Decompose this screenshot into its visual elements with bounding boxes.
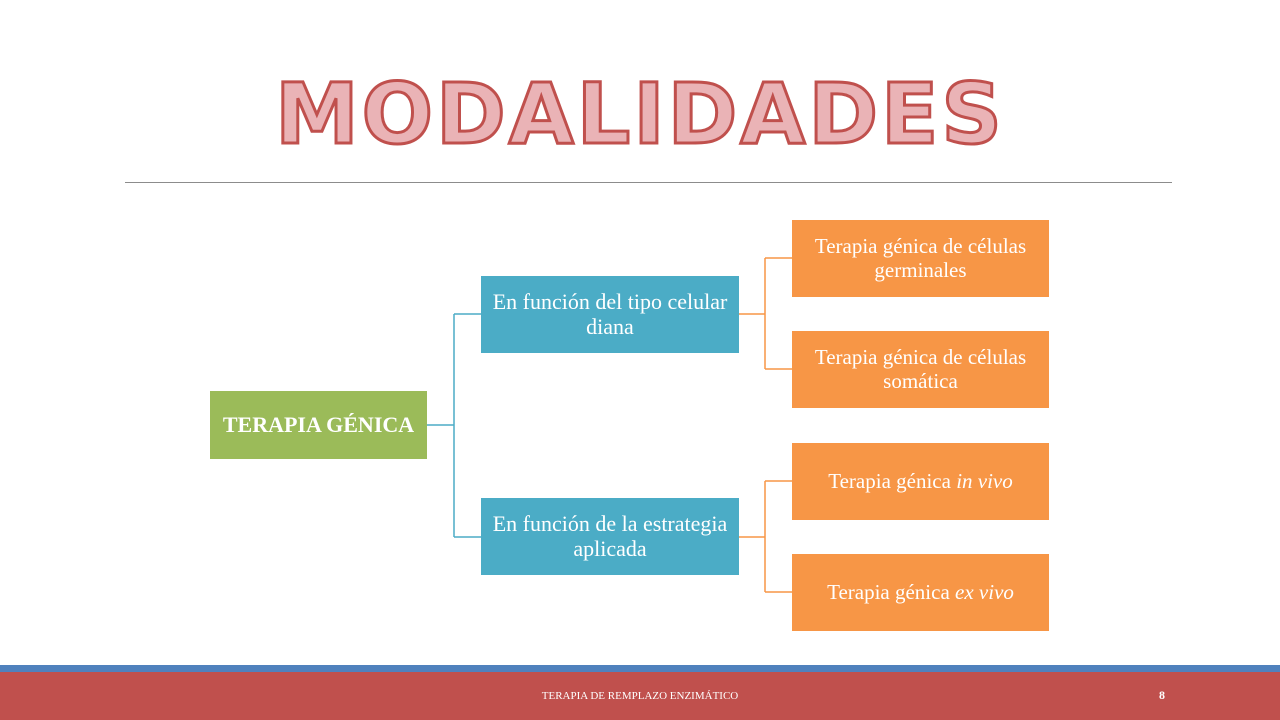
slide-title: MODALIDADES — [274, 65, 1005, 163]
branch-node-estrategia: En función de la estrategia aplicada — [481, 498, 739, 575]
page-number: 8 — [1159, 688, 1165, 702]
branch-node-label: En función del tipo celular diana — [492, 289, 728, 339]
leaf-node-label: Terapia génica de células germinales — [814, 234, 1027, 282]
leaf-node-germinales: Terapia génica de células germinales — [792, 220, 1049, 297]
leaf-node-label: Terapia génica ex vivo — [827, 579, 1014, 604]
footer-accent-bar — [0, 665, 1280, 672]
leaf-node-somatica: Terapia génica de células somática — [792, 331, 1049, 408]
leaf-node-label: Terapia génica de células somática — [814, 345, 1027, 393]
branch-node-label: En función de la estrategia aplicada — [492, 511, 728, 561]
leaf-node-ex-vivo: Terapia génica ex vivo — [792, 554, 1049, 631]
connector-root-branches — [427, 313, 481, 538]
leaf-node-label: Terapia génica in vivo — [828, 468, 1013, 493]
root-node-label: TERAPIA GÉNICA — [222, 411, 415, 437]
title-divider — [125, 182, 1172, 183]
branch-node-tipo-celular: En función del tipo celular diana — [481, 276, 739, 353]
connector-branch1-leaves — [739, 257, 792, 370]
root-node-terapia-genica: TERAPIA GÉNICA — [210, 391, 427, 459]
connector-branch2-leaves — [739, 480, 792, 593]
footer-bar — [0, 672, 1280, 720]
footer-text: TERAPIA DE REMPLAZO ENZIMÁTICO — [541, 690, 739, 702]
leaf-node-in-vivo: Terapia génica in vivo — [792, 443, 1049, 520]
